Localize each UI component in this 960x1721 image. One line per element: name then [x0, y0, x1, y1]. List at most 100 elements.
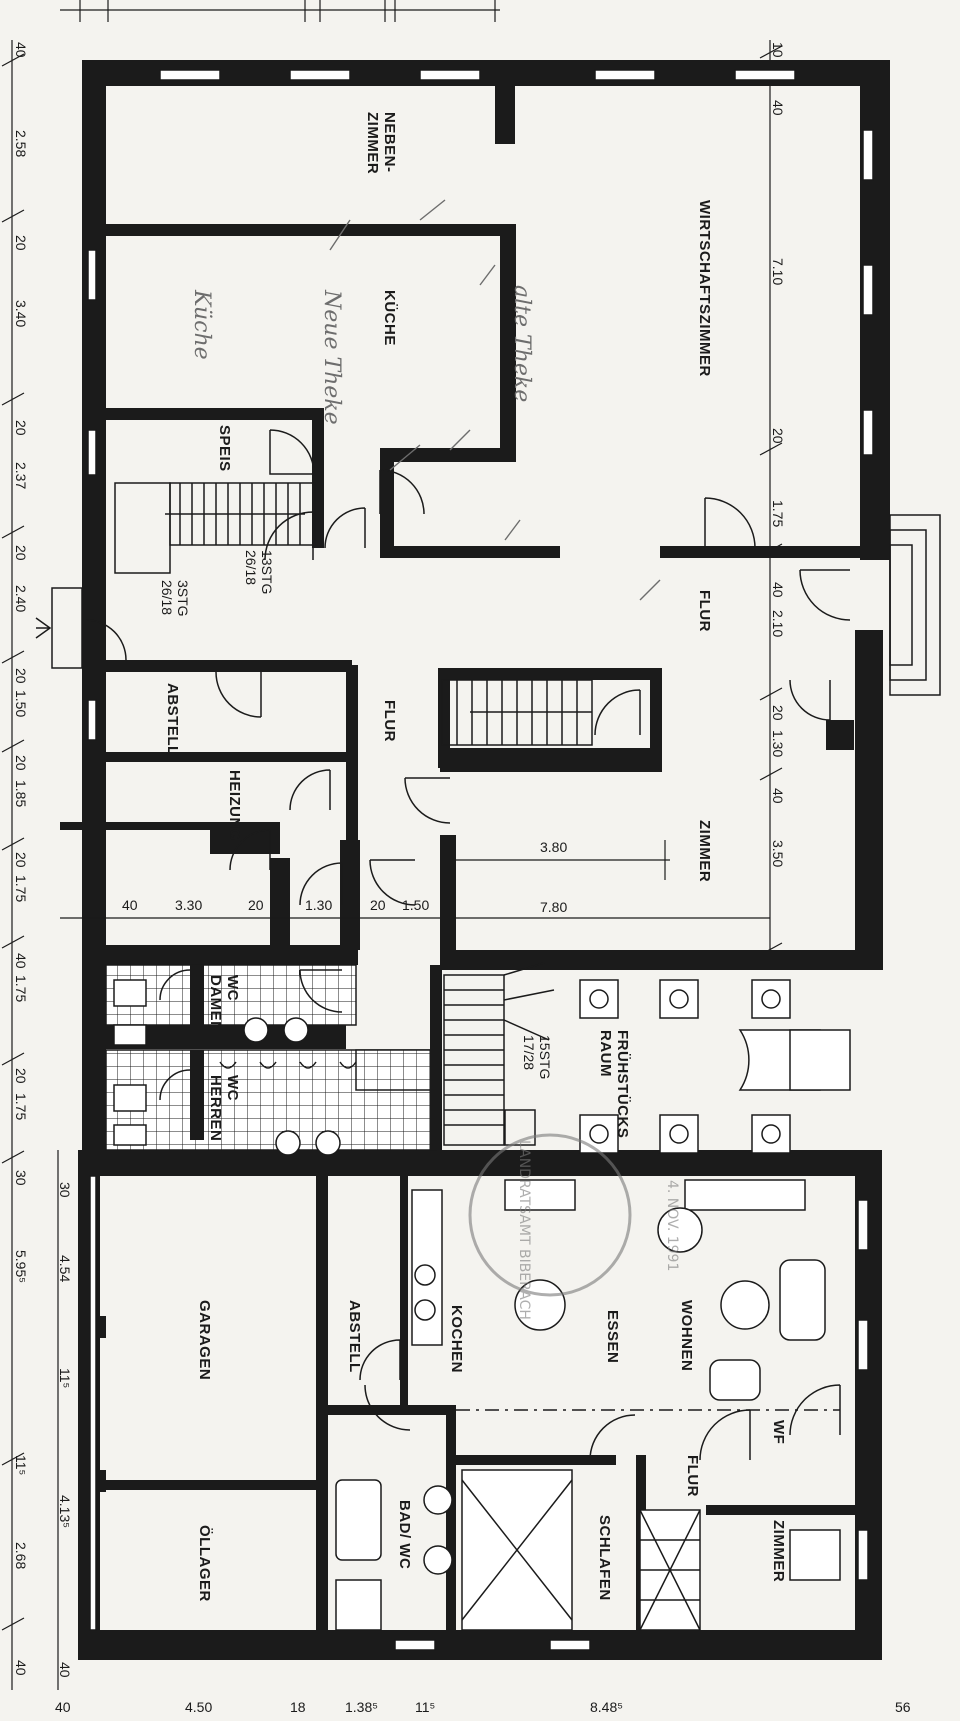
- dim-bottom-4: 11⁵: [415, 1699, 435, 1715]
- dim-inner-130: 1.30: [305, 897, 332, 913]
- dim-right-5: 40: [770, 582, 786, 598]
- top-dimension-ticks: [60, 0, 500, 22]
- dim-left-20: 11⁵: [13, 1455, 29, 1475]
- room-wc-herren: WCHERREN: [207, 1075, 241, 1141]
- dim-left-5: 2.37: [13, 462, 29, 489]
- outer-walls: [78, 60, 890, 1660]
- room-wc-damen: WCDAMEN: [207, 975, 241, 1033]
- dim-left-10: 20: [13, 755, 29, 771]
- room-schlafen: SCHLAFEN: [596, 1515, 613, 1601]
- dim-left-3: 3.40: [13, 300, 29, 327]
- room-zimmer-bottom: ZIMMER: [770, 1520, 787, 1582]
- stair-labels: 13STG26/18 3STG26/18 15STG17/28: [159, 550, 553, 1079]
- door-swings: [85, 429, 851, 1461]
- room-flur-bottom: FLUR: [684, 1455, 701, 1497]
- authority-stamp: LANDRATSAMT BIBERACH 4. NOV. 1991: [468, 1133, 680, 1320]
- dim-inner-20a: 20: [248, 897, 264, 913]
- dim-left-14: 40: [13, 953, 29, 969]
- handwritten-alte-theke: alte Theke: [509, 285, 534, 402]
- living-furniture: [411, 1179, 826, 1401]
- handwritten-neue-theke: Neue Theke: [319, 289, 344, 425]
- left-dimensions: 40 2.58 20 3.40 20 2.37 20 2.40 20 1.50 …: [13, 42, 73, 1678]
- dim-bottom-6: 56: [895, 1699, 911, 1715]
- room-nebenzimmer: NEBEN-ZIMMER: [364, 112, 398, 174]
- dim-left-1: 2.58: [13, 130, 29, 157]
- wc-block: [105, 964, 442, 1156]
- stairs-upper-left: [114, 482, 316, 574]
- dim-right-8: 1.30: [770, 730, 786, 757]
- room-flur-mid: FLUR: [381, 700, 398, 742]
- room-heizung: HEIZUNG: [226, 770, 243, 841]
- dim-right-4: 1.75: [770, 500, 786, 527]
- dim-left-8: 20: [13, 668, 29, 684]
- dim-left-11: 1.85: [13, 780, 29, 807]
- bottom-dimensions: 40 4.50 18 1.38⁵ 11⁵ 8.48⁵ 56: [55, 1699, 911, 1715]
- dim-bottom-2: 18: [290, 1699, 306, 1715]
- dim-inner-330: 3.30: [175, 897, 202, 913]
- room-oellager: ÖLLAGER: [196, 1525, 213, 1602]
- room-bad-wc: BAD/ WC: [396, 1500, 413, 1569]
- dim-left-18: 30: [13, 1170, 29, 1186]
- dim-inner-20b: 20: [370, 897, 386, 913]
- dim-right-6: 2.10: [770, 610, 786, 637]
- stamp-text: LANDRATSAMT BIBERACH: [516, 1140, 532, 1320]
- dim-left-9: 1.50: [13, 690, 29, 717]
- stair-label-15stg: 15STG17/28: [521, 1035, 553, 1079]
- top-windows: [87, 69, 874, 1651]
- dim-left-4: 20: [13, 420, 29, 436]
- room-flur-top: FLUR: [696, 590, 713, 632]
- dim-right-9: 40: [770, 788, 786, 804]
- inner-walls-upper: [60, 86, 860, 970]
- dim-left-inner-0: 30: [57, 1182, 73, 1198]
- stair-label-3stg: 3STG26/18: [159, 580, 191, 617]
- stamp-date: 4. NOV. 1991: [664, 1180, 680, 1271]
- dim-left-19: 5.95⁵: [13, 1250, 29, 1283]
- dim-right-1: 40: [770, 100, 786, 116]
- dim-bottom-1: 4.50: [185, 1699, 212, 1715]
- dim-inner-40: 40: [122, 897, 138, 913]
- room-wohnen: WOHNEN: [678, 1300, 695, 1371]
- room-kochen: KOCHEN: [448, 1305, 465, 1373]
- dim-right-3: 20: [770, 428, 786, 444]
- room-garagen: GARAGEN: [196, 1300, 213, 1380]
- room-wf: WF: [770, 1420, 787, 1444]
- handwritten-notes: Küche Neue Theke alte Theke: [189, 199, 661, 601]
- right-dimensions: 10 40 7.10 20 1.75 40 2.10 20 1.30 40 3.…: [770, 42, 786, 867]
- dim-left-16: 20: [13, 1068, 29, 1084]
- inner-dimensions: 40 3.30 20 1.30 20 1.50 3.80 7.80: [60, 839, 770, 919]
- dim-right-2: 7.10: [770, 258, 786, 285]
- dim-left-12: 20: [13, 852, 29, 868]
- dim-inner-780: 7.80: [540, 899, 567, 915]
- dim-bottom-0: 40: [55, 1699, 71, 1715]
- dim-right-0: 10: [770, 42, 786, 58]
- room-abstell-top: ABSTELL: [164, 683, 181, 756]
- dim-bottom-3: 1.38⁵: [345, 1699, 378, 1715]
- room-labels: NEBEN-ZIMMER WIRTSCHAFTSZIMMER KÜCHE SPE…: [164, 112, 787, 1602]
- handwritten-kueche: Küche: [189, 289, 214, 360]
- room-abstell-bottom: ABSTELL: [346, 1300, 363, 1373]
- dim-inner-380: 3.80: [540, 839, 567, 855]
- dim-left-17: 1.75: [13, 1093, 29, 1120]
- fruehstueck-tables: [579, 979, 851, 1154]
- dim-left-21: 2.68: [13, 1542, 29, 1569]
- stairs-flur: [441, 679, 593, 746]
- dim-left-15: 1.75: [13, 975, 29, 1002]
- entrance-steps: [35, 514, 941, 696]
- room-kueche: KÜCHE: [381, 290, 398, 346]
- left-dimension-line: [1, 40, 59, 1690]
- room-zimmer-mid: ZIMMER: [696, 820, 713, 882]
- dim-left-inner-4: 40: [57, 1662, 73, 1678]
- dim-left-2: 20: [13, 235, 29, 251]
- dim-inner-150: 1.50: [402, 897, 429, 913]
- dim-bottom-5: 8.48⁵: [590, 1699, 623, 1715]
- dim-left-inner-3: 4.13⁵: [57, 1495, 73, 1528]
- room-wirtschaftszimmer: WIRTSCHAFTSZIMMER: [696, 200, 713, 377]
- room-fruehstuecksraum: FRÜHSTÜCKSRAUM: [597, 1030, 631, 1138]
- dim-left-6: 20: [13, 545, 29, 561]
- dim-left-inner-2: 11⁵: [57, 1368, 73, 1388]
- room-essen: ESSEN: [604, 1310, 621, 1363]
- dim-right-10: 3.50: [770, 840, 786, 867]
- bedroom-furniture: [335, 1469, 841, 1631]
- stairs-fruehstueck: [443, 962, 555, 1146]
